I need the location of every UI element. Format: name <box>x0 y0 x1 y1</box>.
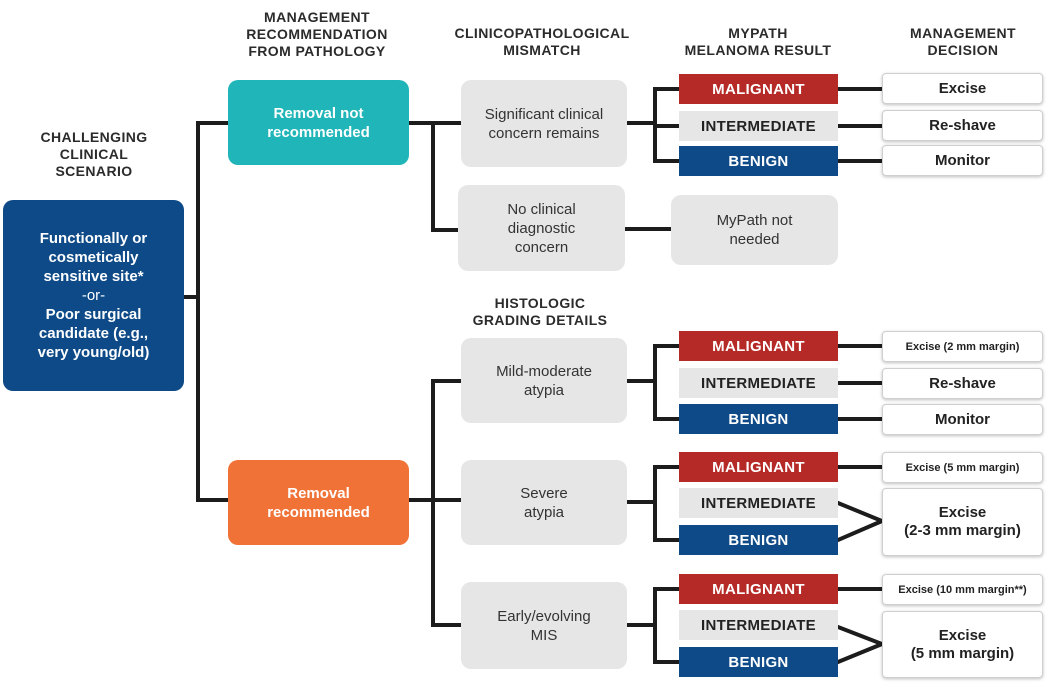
decision-excise-2mm: Excise (2 mm margin) <box>882 331 1043 362</box>
rec-text: recommended <box>267 503 370 521</box>
result-intermediate: INTERMEDIATE <box>679 488 838 518</box>
condition-text: diagnostic <box>507 219 576 237</box>
decision-excise-2-3mm: Excise (2-3 mm margin) <box>882 488 1043 556</box>
header-scenario-line: CHALLENGING <box>40 129 148 145</box>
header-line: MANAGEMENT <box>264 9 370 25</box>
header-decision: MANAGEMENT DECISION <box>880 25 1046 59</box>
scenario-box: Functionally or cosmetically sensitive s… <box>3 200 184 391</box>
scenario-or: -or- <box>81 287 106 304</box>
condition-text: Significant clinical <box>484 105 604 123</box>
condition-text: No clinical <box>507 200 576 218</box>
header-scenario-line: CLINICAL <box>59 146 129 162</box>
condition-text: atypia <box>523 503 565 521</box>
condition-text: Mild-moderate <box>496 362 592 380</box>
mypath-not-needed-box: MyPath not needed <box>671 195 838 265</box>
severe-atypia-box: Severe atypia <box>461 460 627 545</box>
header-mypath: MYPATH MELANOMA RESULT <box>670 25 846 59</box>
header-line: GRADING DETAILS <box>472 312 608 328</box>
header-management-recommendation: MANAGEMENT RECOMMENDATION FROM PATHOLOGY <box>232 9 402 60</box>
scenario-text: cosmetically <box>48 249 139 266</box>
decision-monitor: Monitor <box>882 145 1043 176</box>
decision-excise-5mm: Excise (5 mm margin) <box>882 452 1043 483</box>
condition-text: concern <box>514 238 569 256</box>
header-line: MELANOMA RESULT <box>684 42 832 58</box>
header-scenario: CHALLENGING CLINICAL SCENARIO <box>16 129 172 180</box>
no-concern-box: No clinical diagnostic concern <box>458 185 625 271</box>
result-intermediate: INTERMEDIATE <box>679 610 838 640</box>
result-benign: BENIGN <box>679 404 838 434</box>
decision-monitor: Monitor <box>882 404 1043 435</box>
header-line: MISMATCH <box>503 42 581 58</box>
result-malignant: MALIGNANT <box>679 452 838 482</box>
header-line: MYPATH <box>728 25 788 41</box>
removal-recommended-box: Removal recommended <box>228 460 409 545</box>
condition-text: needed <box>729 231 780 248</box>
condition-text: Early/evolving <box>497 607 591 625</box>
result-benign: BENIGN <box>679 647 838 677</box>
decision-text: (2-3 mm margin) <box>904 522 1021 539</box>
condition-text: MIS <box>530 626 558 644</box>
early-mis-box: Early/evolving MIS <box>461 582 627 669</box>
header-histologic: HISTOLOGIC GRADING DETAILS <box>455 295 625 329</box>
rec-text: Removal not <box>273 104 364 122</box>
result-benign: BENIGN <box>679 146 838 176</box>
decision-excise-10mm: Excise (10 mm margin**) <box>882 574 1043 605</box>
decision-excise-5mm-margin: Excise (5 mm margin) <box>882 611 1043 678</box>
scenario-text: very young/old) <box>37 344 150 361</box>
header-mismatch: CLINICOPATHOLOGICAL MISMATCH <box>437 25 647 59</box>
condition-text: Severe <box>520 484 568 502</box>
header-line: RECOMMENDATION <box>246 26 388 42</box>
significant-concern-box: Significant clinical concern remains <box>461 80 627 167</box>
mild-moderate-atypia-box: Mild-moderate atypia <box>461 338 627 423</box>
result-malignant: MALIGNANT <box>679 574 838 604</box>
condition-text: MyPath not <box>716 212 793 229</box>
result-intermediate: INTERMEDIATE <box>679 111 838 141</box>
rec-text: Removal <box>287 484 350 502</box>
decision-text: (5 mm margin) <box>910 644 1015 662</box>
removal-not-recommended-box: Removal not recommended <box>228 80 409 165</box>
result-intermediate: INTERMEDIATE <box>679 368 838 398</box>
header-line: CLINICOPATHOLOGICAL <box>454 25 630 41</box>
header-line: MANAGEMENT <box>910 25 1016 41</box>
scenario-text: Functionally or <box>39 230 148 247</box>
decision-reshave: Re-shave <box>882 110 1043 141</box>
decision-excise: Excise <box>882 73 1043 104</box>
header-line: DECISION <box>927 42 999 58</box>
scenario-text: candidate (e.g., <box>38 325 149 342</box>
result-benign: BENIGN <box>679 525 838 555</box>
condition-text: atypia <box>523 381 565 399</box>
header-line: HISTOLOGIC <box>494 295 586 311</box>
scenario-text: sensitive site* <box>43 268 144 285</box>
result-malignant: MALIGNANT <box>679 331 838 361</box>
header-scenario-line: SCENARIO <box>55 163 133 179</box>
condition-text: concern remains <box>488 124 600 142</box>
decision-reshave: Re-shave <box>882 368 1043 399</box>
result-malignant: MALIGNANT <box>679 74 838 104</box>
rec-text: recommended <box>267 123 370 141</box>
scenario-text: Poor surgical <box>45 306 142 323</box>
decision-text: Excise <box>938 504 987 521</box>
decision-text: Excise <box>938 626 987 644</box>
header-line: FROM PATHOLOGY <box>248 43 386 59</box>
